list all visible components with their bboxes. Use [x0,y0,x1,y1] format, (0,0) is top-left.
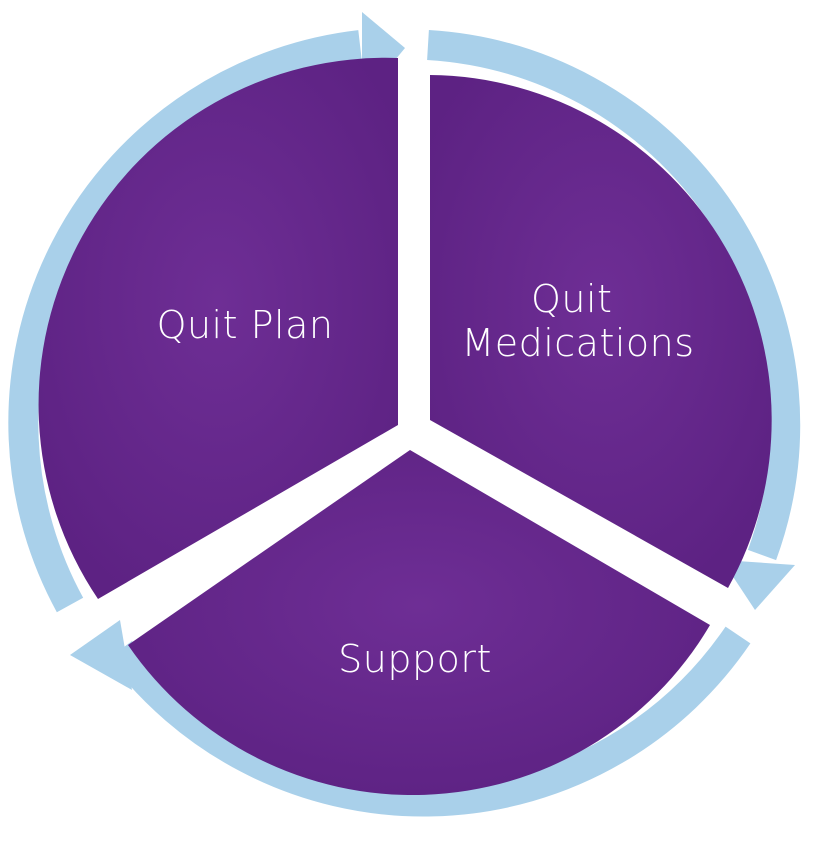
segments [38,57,772,796]
arrow-arc-to-right [427,30,801,561]
arrow-arc-to-top [8,30,362,613]
labels: Quit Plan Quit Medications Support [157,277,695,681]
arrow-head-right [722,560,795,610]
arrow-ring [8,12,801,817]
segment-support [128,450,710,796]
label-quit-plan-line-1: Quit Plan [157,303,334,347]
label-quit-medications-line-1: Quit [531,277,612,321]
segment-quit-medications [430,75,772,588]
segment-quit-plan [38,57,398,599]
label-quit-plan: Quit Plan [157,303,334,347]
arrow-arc-to-left [108,626,751,817]
arrow-head-left [70,620,132,690]
label-quit-medications: Quit Medications [461,277,694,365]
label-support: Support [338,637,492,681]
label-quit-medications-line-2: Medications [461,321,694,365]
label-support-line-1: Support [338,637,492,681]
